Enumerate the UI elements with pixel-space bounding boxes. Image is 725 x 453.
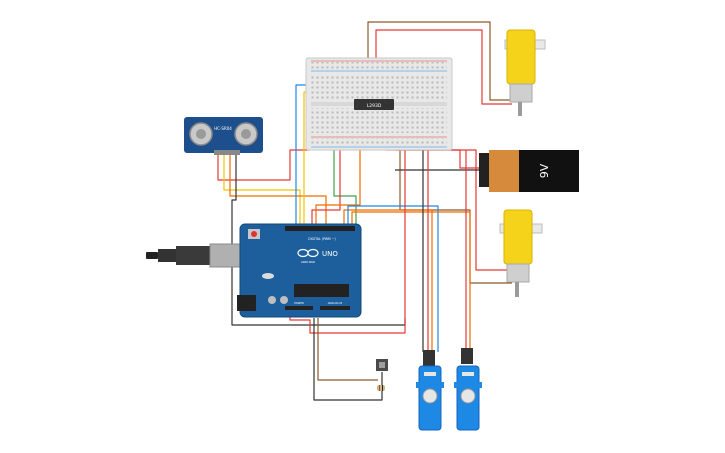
dc-motor-top[interactable] (504, 29, 546, 116)
ultrasonic-sensor[interactable]: HC-SR04 (184, 117, 263, 155)
arduino-brand: ARDUINO (301, 260, 316, 264)
battery-9v[interactable]: 9V (479, 150, 579, 192)
wire-servo-left-signal[interactable] (343, 209, 433, 352)
arduino-uno[interactable]: DIGITAL (PWM ~) UNO ARDUINO POWER ANALOG… (146, 223, 362, 318)
wire-sensor-echo[interactable] (229, 155, 327, 232)
usb-cable (146, 243, 241, 268)
wire-motor-top-brown[interactable] (367, 21, 512, 118)
push-button[interactable] (376, 359, 388, 371)
battery-label: 9V (538, 163, 551, 178)
wire-sensor-vcc[interactable] (217, 149, 310, 181)
arduino-model: UNO (322, 250, 338, 258)
dc-motor-bottom[interactable] (499, 209, 543, 297)
wire-bb-orange[interactable] (315, 118, 361, 232)
wire-servo-left-power[interactable] (347, 205, 439, 352)
wire-bb-red-1[interactable] (311, 130, 341, 232)
digital-header-label: DIGITAL (PWM ~) (308, 237, 335, 241)
l293d-chip[interactable]: L293D (354, 99, 394, 110)
analog-header-label: ANALOG IN (328, 301, 342, 305)
servo-right[interactable] (454, 348, 482, 431)
wire-servo-right-signal[interactable] (351, 211, 471, 350)
wire-button-brown[interactable] (317, 318, 378, 381)
resistor (377, 385, 385, 391)
servo-left[interactable] (416, 350, 444, 431)
wire-button-black[interactable] (313, 318, 383, 401)
sensor-label: HC-SR04 (214, 126, 232, 131)
reset-button[interactable] (251, 231, 257, 237)
chip-label: L293D (367, 103, 382, 109)
power-header-label: POWER (294, 301, 304, 305)
wire-sensor-trig[interactable] (223, 155, 301, 232)
